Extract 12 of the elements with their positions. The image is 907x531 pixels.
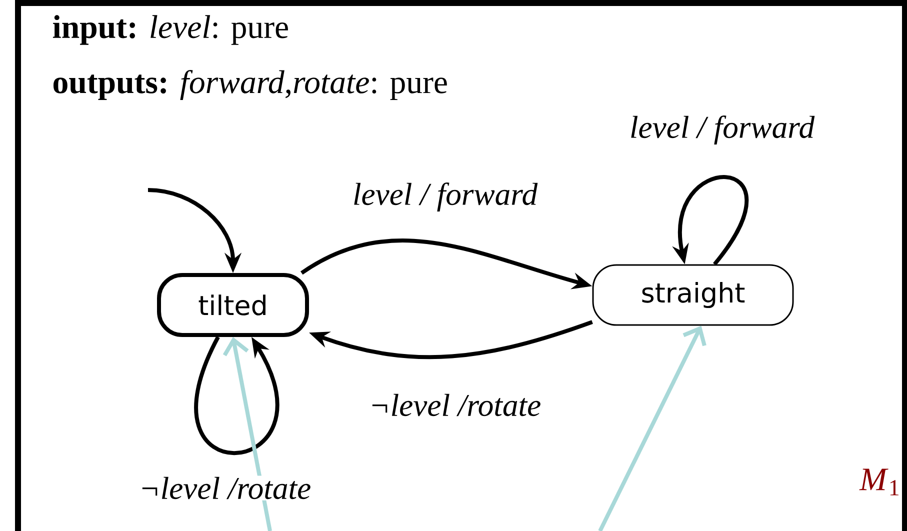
edge-label: level / forward [351,181,539,213]
declaration-text: input: level: pure [52,15,288,45]
state-box: straight [592,264,794,326]
edge-label: level / forward [628,114,816,146]
leader-arrow [598,326,706,531]
self-loop-arrow [194,336,280,455]
machine-name: M$_{1}$ [859,468,898,496]
leader-arrow [222,337,272,531]
edge-label: ¬level /rotate [138,476,312,500]
state-box: tilted [157,273,309,337]
declaration-text: outputs: forward,rotate: pure [54,70,447,100]
edge-label: ¬level /rotate [368,392,542,418]
